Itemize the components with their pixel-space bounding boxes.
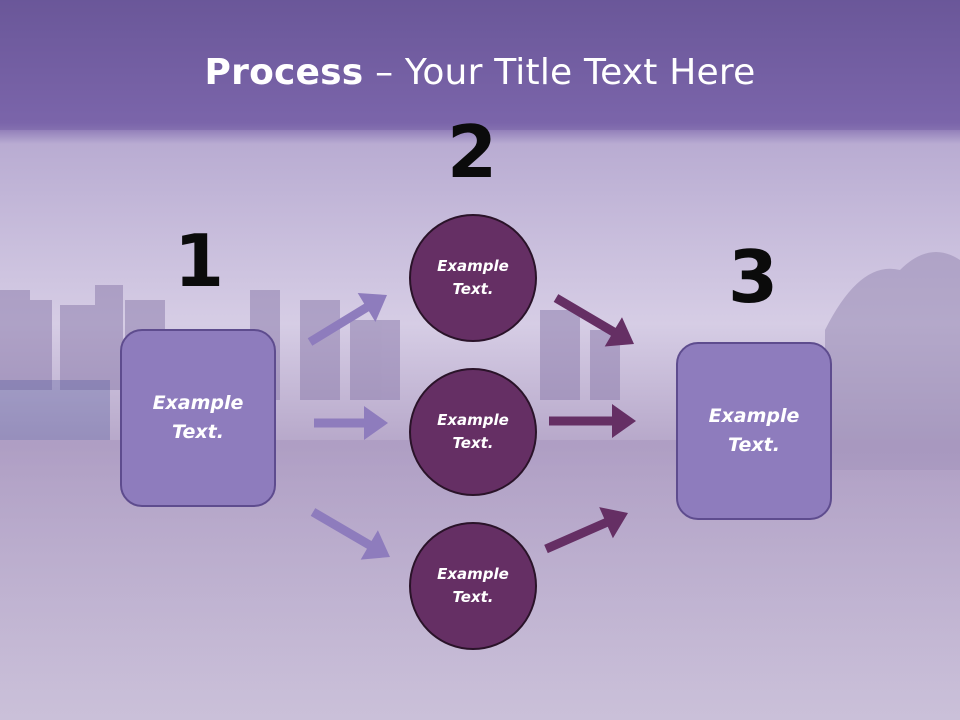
circle-top-line1: Example bbox=[437, 257, 509, 275]
step-3-box: Example Text. bbox=[676, 342, 832, 520]
circle-middle: Example Text. bbox=[409, 368, 537, 496]
step-number-3: 3 bbox=[727, 235, 779, 319]
step-3-line2: Text. bbox=[728, 434, 780, 456]
step-number-1: 1 bbox=[173, 219, 225, 303]
arrow-from-circle-top bbox=[553, 294, 634, 347]
step-1-line2: Text. bbox=[172, 421, 224, 443]
circle-middle-line2: Text. bbox=[452, 434, 494, 452]
arrow-to-circle-bottom bbox=[310, 508, 390, 560]
step-number-2: 2 bbox=[446, 110, 498, 194]
arrow-from-circle-bottom bbox=[544, 507, 628, 554]
step-3-line1: Example bbox=[708, 405, 800, 427]
step-1-box: Example Text. bbox=[120, 329, 276, 507]
arrow-to-circle-middle bbox=[314, 406, 388, 440]
title-rest: – Your Title Text Here bbox=[363, 52, 756, 93]
circle-bottom-line1: Example bbox=[437, 565, 509, 583]
arrow-to-circle-top bbox=[307, 293, 387, 346]
title-bold: Process bbox=[204, 52, 364, 93]
circle-middle-line1: Example bbox=[437, 411, 509, 429]
step-1-line1: Example bbox=[152, 392, 244, 414]
circle-top-line2: Text. bbox=[452, 280, 494, 298]
circle-bottom: Example Text. bbox=[409, 522, 537, 650]
page-title: Process – Your Title Text Here bbox=[0, 52, 960, 93]
arrow-from-circle-middle bbox=[549, 404, 636, 438]
circle-bottom-line2: Text. bbox=[452, 588, 494, 606]
circle-top: Example Text. bbox=[409, 214, 537, 342]
